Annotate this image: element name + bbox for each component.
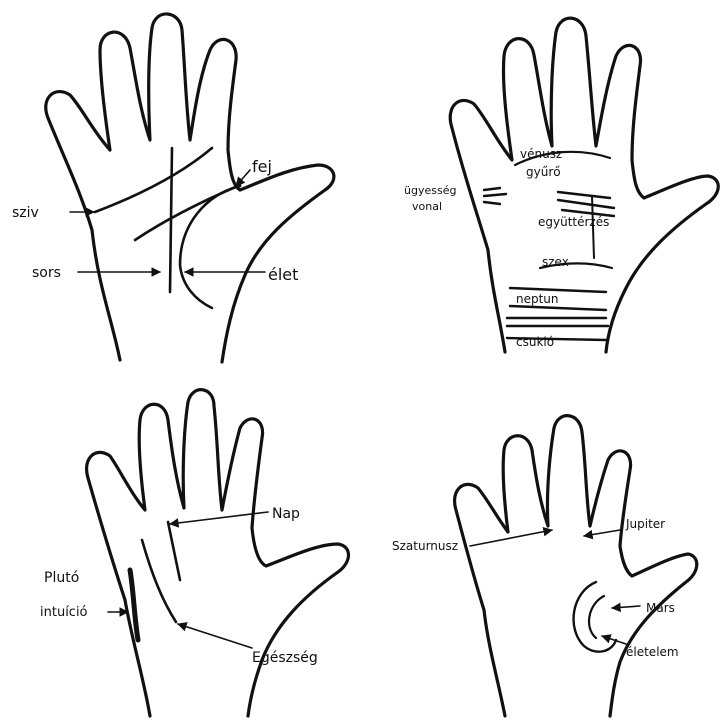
hand-outline bbox=[87, 390, 349, 716]
health-line bbox=[142, 540, 176, 622]
fej-arrow bbox=[236, 170, 250, 186]
label-venusz: vénusz bbox=[520, 147, 562, 161]
jupiter-arrow bbox=[584, 530, 620, 536]
life-element-loop bbox=[589, 596, 604, 638]
label-jupiter: Jupiter bbox=[625, 517, 665, 531]
label-egeszseg: Egészség bbox=[252, 650, 318, 666]
label-vonal: vonal bbox=[412, 200, 442, 213]
hand-outline bbox=[46, 14, 334, 362]
label-gyuro: gyűrő bbox=[526, 165, 561, 179]
mars-mount-loop bbox=[574, 582, 616, 652]
label-sziv: sziv bbox=[12, 205, 39, 221]
fate-line bbox=[170, 148, 172, 292]
panel-2-hand-minor-lines: vénusz gyűrő ügyesség vonal együttérzés … bbox=[404, 18, 718, 352]
label-eletelem: életelem bbox=[626, 645, 679, 659]
label-intuicio: intuíció bbox=[40, 605, 88, 620]
label-sors: sors bbox=[32, 265, 61, 281]
heart-line bbox=[95, 148, 212, 212]
label-fej: fej bbox=[252, 157, 272, 176]
label-neptun: neptun bbox=[516, 292, 559, 306]
sun-line bbox=[168, 522, 180, 580]
label-elet: élet bbox=[268, 265, 298, 284]
label-pluto: Plutó bbox=[44, 570, 79, 586]
hand-outline bbox=[450, 18, 718, 352]
panel-3-hand-intuition: Nap Plutó intuíció Egészség bbox=[40, 390, 349, 716]
label-ugyesseg: ügyesség bbox=[404, 184, 456, 197]
panel-4-hand-mounts: Szaturnusz Jupiter Mars életelem bbox=[392, 416, 697, 716]
label-nap: Nap bbox=[272, 506, 300, 522]
label-szaturnusz: Szaturnusz bbox=[392, 539, 458, 553]
hand-outline bbox=[455, 416, 697, 716]
compassion-line bbox=[558, 192, 614, 216]
life-line bbox=[180, 186, 240, 308]
label-csuklo: csukló bbox=[516, 335, 554, 349]
egeszseg-arrow bbox=[178, 624, 252, 648]
label-egyuttersezes: együttérzés bbox=[538, 215, 609, 229]
skill-line bbox=[484, 188, 506, 204]
mars-arrow bbox=[612, 606, 640, 608]
label-mars: Mars bbox=[646, 601, 675, 615]
szaturnusz-arrow bbox=[470, 530, 552, 546]
label-szex: szex bbox=[542, 255, 569, 269]
panel-1-hand-major-lines: sziv sors fej élet bbox=[12, 14, 334, 362]
